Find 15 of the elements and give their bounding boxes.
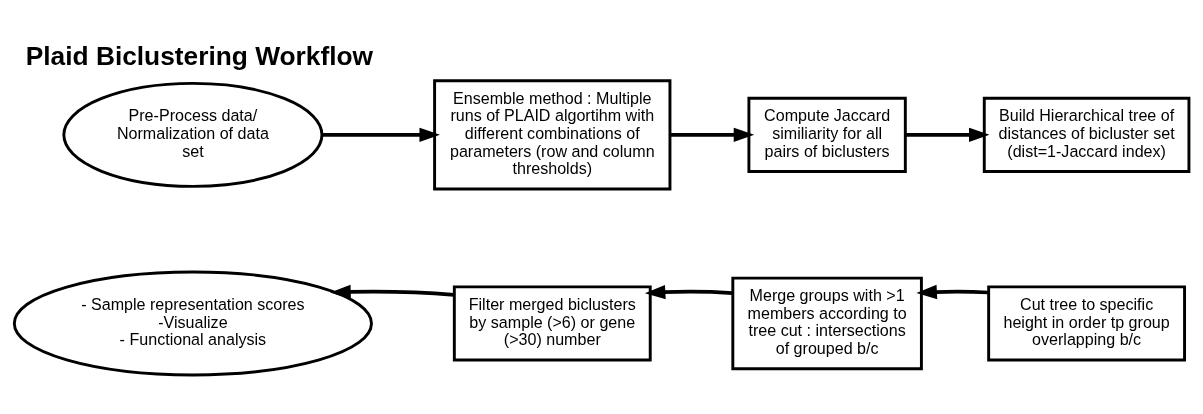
node-box: Merge groups with >1 members according to tree cut : intersections of grouped b/c [731, 276, 923, 370]
arrow [644, 284, 733, 299]
node-box: Cut tree to specific height in order tp group overlapping b/c [987, 284, 1186, 361]
diagram-title: Plaid Biclustering Workflow [25, 40, 374, 71]
node-box: Ensemble method : Multiple runs of PLAID algortihm with different combinations of parameters (row and column thresholds) [433, 78, 672, 190]
arrow [330, 284, 455, 299]
node-box: Filter merged biclusters by sample (>6) or gene (>30) number [452, 284, 652, 361]
arrow [916, 284, 989, 299]
node-ellipse: - Sample representation scores -Visualize - Functional analysis [12, 270, 373, 376]
node-box: Build Hierarchical tree of distances of bicluster set (dist=1-Jaccard index) [982, 96, 1191, 173]
arrow [322, 127, 440, 142]
node-box: Compute Jaccard similiarity for all pairs of biclusters [747, 96, 907, 173]
arrow [670, 127, 755, 142]
node-ellipse: Pre-Process data/ Normalization of data set [62, 81, 324, 188]
arrow [905, 127, 990, 142]
